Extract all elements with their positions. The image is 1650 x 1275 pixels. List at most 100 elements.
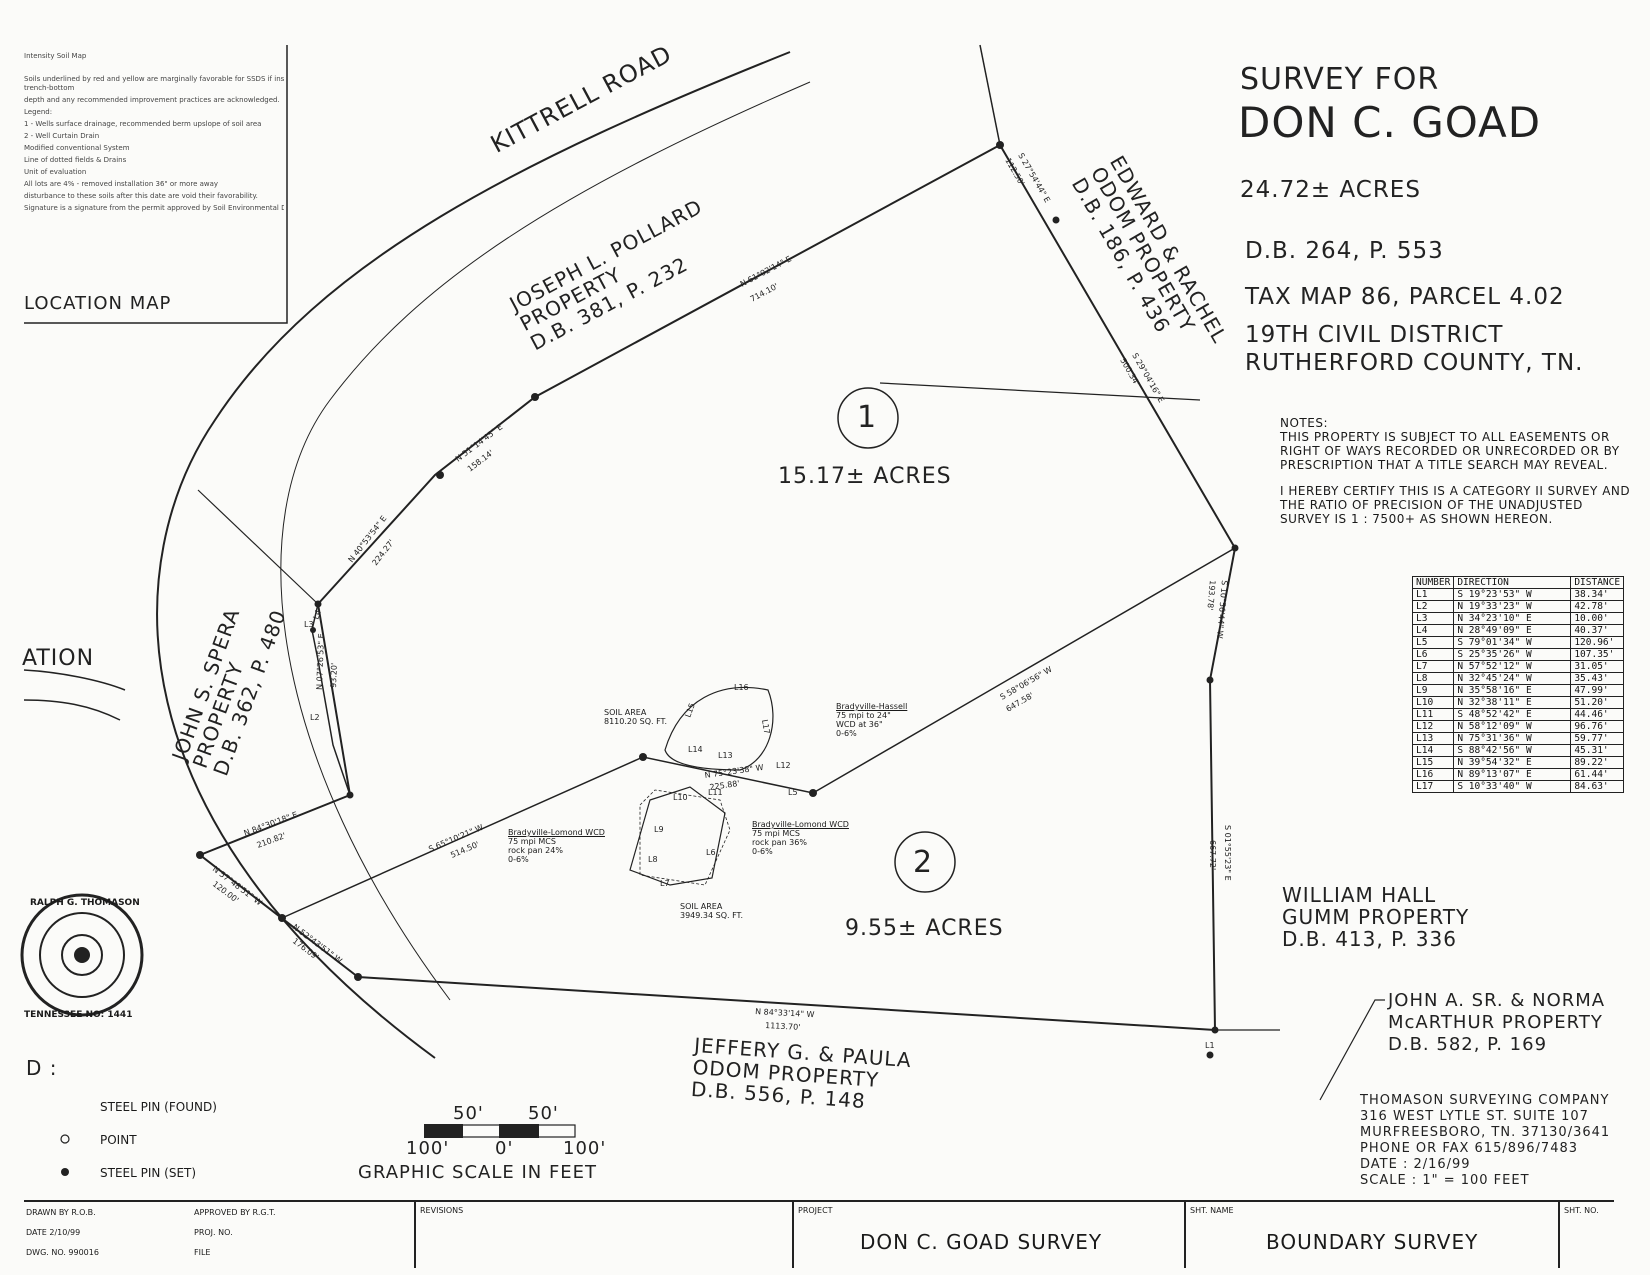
table-cell: L13 <box>1411 732 1455 745</box>
notes: NOTES: THIS PROPERTY IS SUBJECT TO ALL E… <box>1280 416 1635 526</box>
parcel-2-number: 2 <box>913 845 934 880</box>
bearing-label: 225.88' <box>709 779 740 792</box>
deed-book: D.B. 264, P. 553 <box>1245 238 1444 264</box>
pin <box>809 789 817 797</box>
line-tag: L4 <box>311 609 323 621</box>
civil-district: 19TH CIVIL DISTRICT <box>1245 322 1504 348</box>
location-map-top: Intensity Soil Map <box>24 52 87 60</box>
note-1: THIS PROPERTY IS SUBJECT TO ALL EASEMENT… <box>1280 430 1620 472</box>
tb-date: DATE 2/10/99 <box>26 1228 81 1237</box>
location-map-title: LOCATION MAP <box>24 293 172 314</box>
line-tag: L13 <box>718 751 733 760</box>
tb-proj: PROJ. NO. <box>194 1228 233 1237</box>
company-date: DATE : 2/16/99 <box>1360 1157 1471 1172</box>
line-tag: L6 <box>706 848 716 857</box>
table-cell: 45.31' <box>1570 744 1625 757</box>
bearing-label: 193.78' <box>1205 580 1217 611</box>
tb-drawn: DRAWN BY R.O.B. <box>26 1208 96 1217</box>
pin <box>278 914 286 922</box>
pin <box>1206 676 1214 684</box>
bearing-label: S 01°55'23" E <box>1223 825 1232 881</box>
soil-type-1: Bradyville-Hassell 75 mpi to 24" WCD at … <box>836 702 908 738</box>
parcel-1-number: 1 <box>857 400 878 435</box>
odom-jp-label: JEFFERY G. & PAULA ODOM PROPERTY D.B. 55… <box>690 1033 913 1114</box>
pin <box>1206 1051 1214 1059</box>
table-cell: N 28°49'09" E <box>1453 624 1572 637</box>
tb-approved: APPROVED BY R.G.T. <box>194 1208 276 1217</box>
table-cell: L15 <box>1411 756 1455 769</box>
location-map-line: Soils underlined by red and yellow are m… <box>24 75 284 92</box>
scale-bar-fill1 <box>424 1124 463 1138</box>
division-line <box>281 547 1236 919</box>
curve-segments <box>311 603 351 796</box>
location-map-line: Unit of evaluation <box>24 168 87 176</box>
scale-bottom-right: 100' <box>563 1138 607 1159</box>
table-cell: S 48°52'42" E <box>1453 708 1572 721</box>
table-cell: L5 <box>1411 636 1455 649</box>
bearing-label: 667.72' <box>1208 840 1217 870</box>
table-cell: L7 <box>1411 660 1455 673</box>
tb-revisions-cell: REVISIONS <box>414 1202 792 1268</box>
tb-sheet-cell: SHT. NAME BOUNDARY SURVEY <box>1184 1202 1558 1268</box>
parcel-1-acres: 15.17± ACRES <box>778 464 952 489</box>
gumm-tie <box>879 382 1201 401</box>
total-acres: 24.72± ACRES <box>1240 177 1421 203</box>
bearing-label: 93.20' <box>329 663 339 688</box>
tb-sheet-value: BOUNDARY SURVEY <box>1266 1230 1479 1254</box>
line-tag: L3 <box>304 620 314 629</box>
table-cell: N 34°23'10" E <box>1453 612 1572 625</box>
boundary-east <box>999 144 1237 1031</box>
company-block: THOMASON SURVEYING COMPANY 316 WEST LYTL… <box>1360 1093 1610 1189</box>
table-cell: L12 <box>1411 720 1455 733</box>
table-cell: L11 <box>1411 708 1455 721</box>
legend-point-label: POINT <box>100 1133 137 1147</box>
company-address2: MURFREESBORO, TN. 37130/3641 <box>1360 1125 1611 1140</box>
line-tag: L11 <box>708 788 723 797</box>
mcarthur-label: JOHN A. SR. & NORMA McARTHUR PROPERTY D.… <box>1388 990 1606 1055</box>
line-tag: L16 <box>734 683 749 692</box>
table-cell: S 88°42'56" W <box>1453 744 1572 757</box>
pin <box>354 973 362 981</box>
table-cell: 61.44' <box>1570 768 1625 781</box>
line-table-header: NUMBER DIRECTION DISTANCE <box>1411 576 1625 589</box>
soil-type-2: Bradyville-Lomond WCD 75 mpi MCS rock pa… <box>752 820 849 856</box>
table-cell: 42.78' <box>1570 600 1625 613</box>
bearing-label: N 84°30'18" E <box>243 810 299 838</box>
pin <box>1231 544 1239 552</box>
company-name: THOMASON SURVEYING COMPANY <box>1360 1093 1610 1108</box>
boundary-south <box>357 976 1216 1031</box>
table-cell: 51.20' <box>1570 696 1625 709</box>
table-cell: 40.37' <box>1570 624 1625 637</box>
col-number: NUMBER <box>1411 576 1455 589</box>
title-line2: DON C. GOAD <box>1238 98 1542 147</box>
table-cell: L2 <box>1411 600 1455 613</box>
location-map-line: Modified conventional System <box>24 144 130 152</box>
pin <box>346 791 354 799</box>
gumm-label: WILLIAM HALL GUMM PROPERTY D.B. 413, P. … <box>1282 883 1470 951</box>
soil-area-2-label: SOIL AREA 3949.34 SQ. FT. <box>680 902 744 920</box>
pin <box>996 141 1004 149</box>
location-map-frame <box>24 45 288 324</box>
table-cell: L14 <box>1411 744 1455 757</box>
location-map: Intensity Soil Map Soils underlined by r… <box>24 52 284 216</box>
table-cell: N 75°31'36" W <box>1453 732 1572 745</box>
location-map-line: 1 - Wells surface drainage, recommended … <box>24 120 262 128</box>
legend-found: STEEL PIN (FOUND) <box>100 1100 217 1114</box>
tb-dwg: DWG. NO. 990016 <box>26 1248 99 1257</box>
table-cell: N 89°13'07" E <box>1453 768 1572 781</box>
soil-type-3: Bradyville-Lomond WCD 75 mpi MCS rock pa… <box>508 828 605 864</box>
table-cell: S 79°01'34" W <box>1453 636 1572 649</box>
table-cell: 35.43' <box>1570 672 1625 685</box>
tb-project-value: DON C. GOAD SURVEY <box>860 1230 1103 1254</box>
table-cell: N 32°45'24" W <box>1453 672 1572 685</box>
